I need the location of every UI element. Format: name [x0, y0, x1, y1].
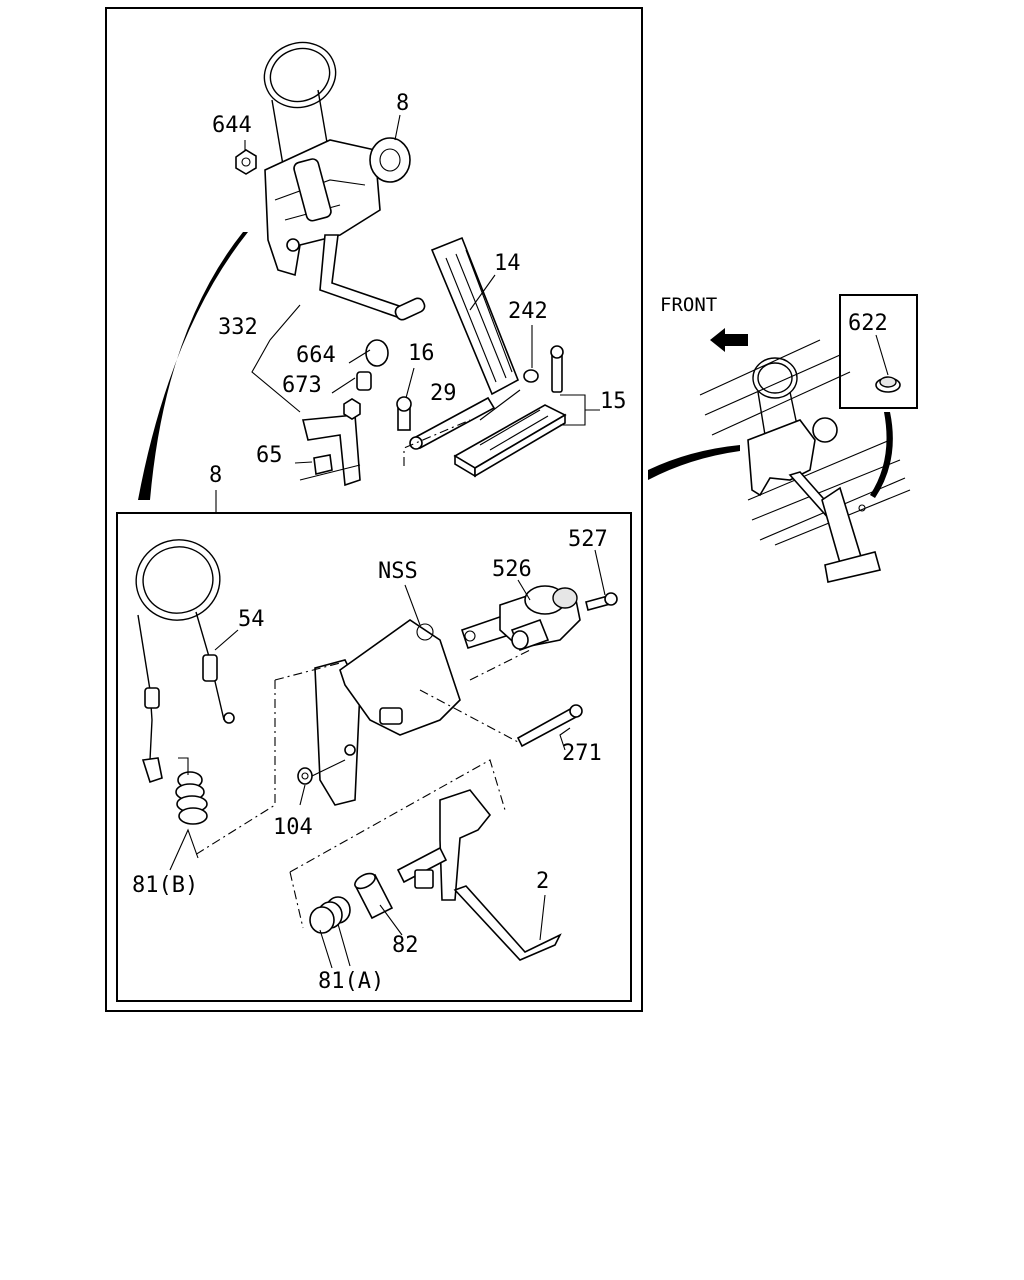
- bolt-16: [396, 396, 412, 431]
- grommet-location-mark: [858, 504, 866, 512]
- detail-frame: [116, 512, 632, 1002]
- callout-526: 526: [492, 557, 532, 582]
- callout-81a: 81(A): [318, 969, 384, 994]
- spring-81a: [309, 896, 351, 934]
- callout-65: 65: [256, 443, 283, 468]
- callout-14: 14: [494, 251, 521, 276]
- callout-104: 104: [273, 815, 313, 840]
- spring-81b: [175, 757, 208, 825]
- leader-nss-dash: [194, 662, 341, 856]
- callout-644: 644: [212, 113, 252, 138]
- leader-29: [403, 419, 471, 466]
- callout-8-detail: 8: [209, 463, 222, 488]
- clip-242: [523, 369, 539, 383]
- callout-leaders: [169, 114, 889, 969]
- callout-673: 673: [282, 373, 322, 398]
- callout-332: 332: [218, 315, 258, 340]
- callout-242: 242: [508, 299, 548, 324]
- detail-cable-54: [135, 539, 235, 784]
- vehicle-floor-lines: [699, 339, 911, 546]
- callout-54: 54: [238, 607, 265, 632]
- front-arrow: [710, 328, 748, 352]
- callout-81b: 81(B): [132, 873, 198, 898]
- assembly-link-arc: [138, 232, 248, 500]
- callout-82: 82: [392, 933, 419, 958]
- callout-8-top: 8: [396, 91, 409, 116]
- pedal-base-15: [453, 345, 600, 478]
- pin-29: [409, 396, 496, 450]
- washer-104: [297, 759, 346, 785]
- callout-nss: NSS: [378, 559, 418, 584]
- side-view-pedal: [747, 357, 881, 583]
- rod-271: [516, 704, 583, 748]
- main-frame: [105, 7, 643, 1012]
- grommet-inset-frame: [839, 294, 918, 409]
- nut-644: [235, 149, 257, 175]
- front-label: FRONT: [660, 294, 717, 316]
- callout-622: 622: [848, 311, 888, 336]
- accelerator-pedal-14: [430, 236, 520, 396]
- callout-2: 2: [536, 869, 549, 894]
- bolt-527: [585, 592, 618, 611]
- callout-15: 15: [600, 389, 627, 414]
- side-view-arc: [648, 445, 740, 480]
- bracket-nss: [314, 619, 461, 806]
- callout-664: 664: [296, 343, 336, 368]
- callout-16: 16: [408, 341, 435, 366]
- bushing-82: [353, 872, 394, 920]
- pedal-assembly-top: [263, 41, 426, 321]
- callout-271: 271: [562, 741, 602, 766]
- callout-527: 527: [568, 527, 608, 552]
- dash-81a: [289, 759, 506, 929]
- grommet-622: [875, 376, 901, 393]
- dash-271: [419, 649, 531, 743]
- bracket-group-332: [251, 304, 389, 487]
- sensor-526: [460, 585, 581, 652]
- pedal-arm-2: [396, 789, 562, 961]
- grommet-leader-arc: [870, 412, 893, 498]
- callout-29: 29: [430, 381, 457, 406]
